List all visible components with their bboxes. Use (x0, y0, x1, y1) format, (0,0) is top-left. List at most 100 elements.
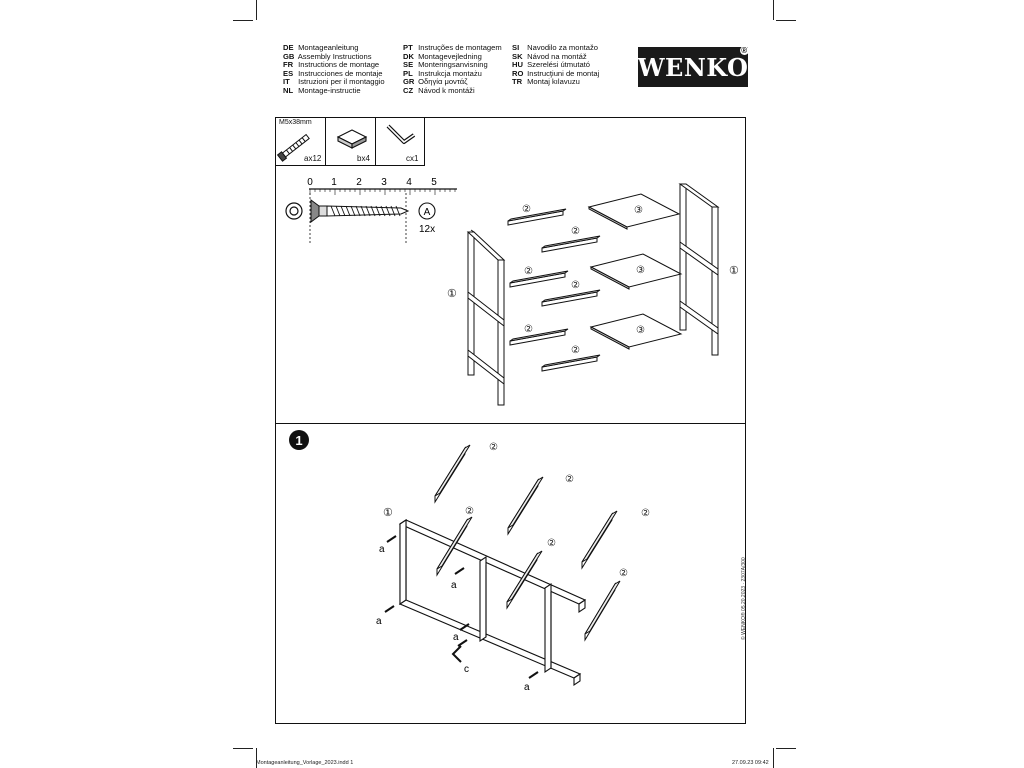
language-row: SI Navodilo za montažo (512, 43, 599, 53)
language-code: DE (283, 43, 294, 52)
label-a-3: a (376, 616, 382, 627)
language-title: Instrucciones de montaje (296, 68, 383, 78)
screw-thread-line (365, 205, 371, 217)
label-rail: ② (522, 204, 531, 215)
screw-thread-line (390, 205, 396, 217)
shelf-edge (590, 266, 630, 290)
logo-text: WENKO (637, 52, 749, 82)
step-screw (528, 671, 539, 679)
pad-qty: bx4 (357, 154, 370, 163)
label-step-rail: ② (619, 568, 628, 579)
ruler-tick-4: 4 (406, 177, 412, 188)
screw-thread-line (380, 205, 386, 217)
ruler-tick-5: 5 (431, 177, 437, 188)
crop-mark (776, 748, 796, 749)
language-row: DK Montagevejledning (403, 51, 502, 62)
parts-inventory: M5x38mm ax12 bx4 cx1 (275, 117, 425, 166)
language-code: HU (512, 60, 523, 70)
section-divider (275, 423, 746, 425)
language-code: SI (512, 43, 520, 52)
step-rail-top (434, 444, 471, 497)
shelf-edge (590, 326, 630, 350)
label-shelf: ③ (636, 265, 645, 276)
screw-thread-line (345, 205, 351, 217)
language-title: Montaj kılavuzu (525, 77, 580, 87)
crop-mark (233, 20, 253, 21)
label-rail: ② (571, 280, 580, 291)
rail-top (509, 328, 569, 342)
language-row: CZ Návod k montáži (403, 85, 502, 96)
language-title: Assembly Instructions (296, 51, 372, 61)
screw-qty: ax12 (304, 154, 322, 163)
step-rail-top (506, 550, 543, 603)
ruler-tick-2: 2 (356, 177, 362, 188)
screw-detail: A 12x (285, 199, 436, 235)
screw-spec: M5x38mm (279, 119, 312, 126)
screw-thread-line (370, 205, 376, 217)
screw-thread-line (350, 205, 356, 217)
pad-icon (336, 129, 368, 149)
screw-thread-line (335, 205, 341, 217)
rail-top (509, 270, 569, 284)
language-title: Návod k montáži (416, 85, 475, 95)
language-code: CZ (403, 85, 414, 95)
language-title: Navodilo za montažo (525, 43, 599, 52)
screw-thread-line (395, 205, 401, 217)
key-qty: cx1 (406, 154, 419, 163)
allen-key-step (451, 645, 462, 663)
screw-thread-line (360, 205, 366, 217)
ruler-tick-3: 3 (381, 177, 387, 188)
step-rail-top (436, 516, 473, 570)
step-screws (384, 535, 539, 679)
language-code: PT (403, 43, 413, 52)
step-screw (457, 639, 468, 647)
language-row: ES Instrucciones de montaje (283, 68, 385, 79)
language-code: IT (283, 77, 290, 87)
screw-detail-qty: 12x (419, 224, 435, 235)
label-frame-left: ① (447, 288, 457, 300)
label-rail: ② (571, 345, 580, 356)
language-row: NL Montage-instructie (283, 86, 385, 96)
step-rail-top (584, 580, 621, 635)
label-step-rail: ② (547, 538, 556, 549)
language-code: SK (512, 51, 523, 61)
screw-icon (276, 133, 310, 162)
language-code: SE (403, 60, 414, 70)
language-title: Instrukcja montażu (416, 68, 482, 78)
label-frame-right: ① (729, 265, 739, 277)
language-row: PL Instrukcja montażu (403, 68, 502, 79)
language-title: Monteringsanvisning (416, 60, 488, 70)
language-row: FR Instructions de montage (283, 60, 385, 70)
label-a-4: a (453, 632, 459, 643)
crop-mark (773, 748, 774, 768)
language-row: IT Istruzioni per il montaggio (283, 78, 385, 87)
language-row: TR Montaj kılavuzu (512, 78, 599, 87)
registered-mark: ® (740, 46, 749, 55)
language-title: Instructions de montage (296, 60, 380, 70)
crop-mark (233, 748, 253, 749)
ruler-tick-1: 1 (331, 177, 337, 188)
language-title: Montageanleitung (296, 43, 359, 52)
part-allen-key: cx1 (376, 117, 425, 166)
language-title: Montagevejledning (416, 51, 482, 61)
measuring-ruler: 0 1 2 3 4 5 (307, 177, 457, 245)
language-code: TR (512, 77, 523, 87)
step-screw (454, 567, 465, 575)
language-code: ES (283, 68, 294, 78)
footer-right: 27.09.23 09:42 (732, 760, 769, 766)
step-screw (459, 623, 470, 631)
label-a-1: a (379, 544, 385, 555)
screw-thread-line (375, 205, 381, 217)
language-title: Szerelési útmutató (525, 60, 590, 70)
assembled-frame (398, 518, 587, 687)
step-number: 1 (295, 433, 302, 448)
label-frame-step: ① (383, 507, 393, 519)
footer-left: Montageanleitung_Vorlage_2023.indd 1 (256, 760, 354, 766)
crop-mark (256, 748, 257, 768)
step-screw (384, 605, 395, 613)
allen-key-icon (386, 124, 416, 144)
